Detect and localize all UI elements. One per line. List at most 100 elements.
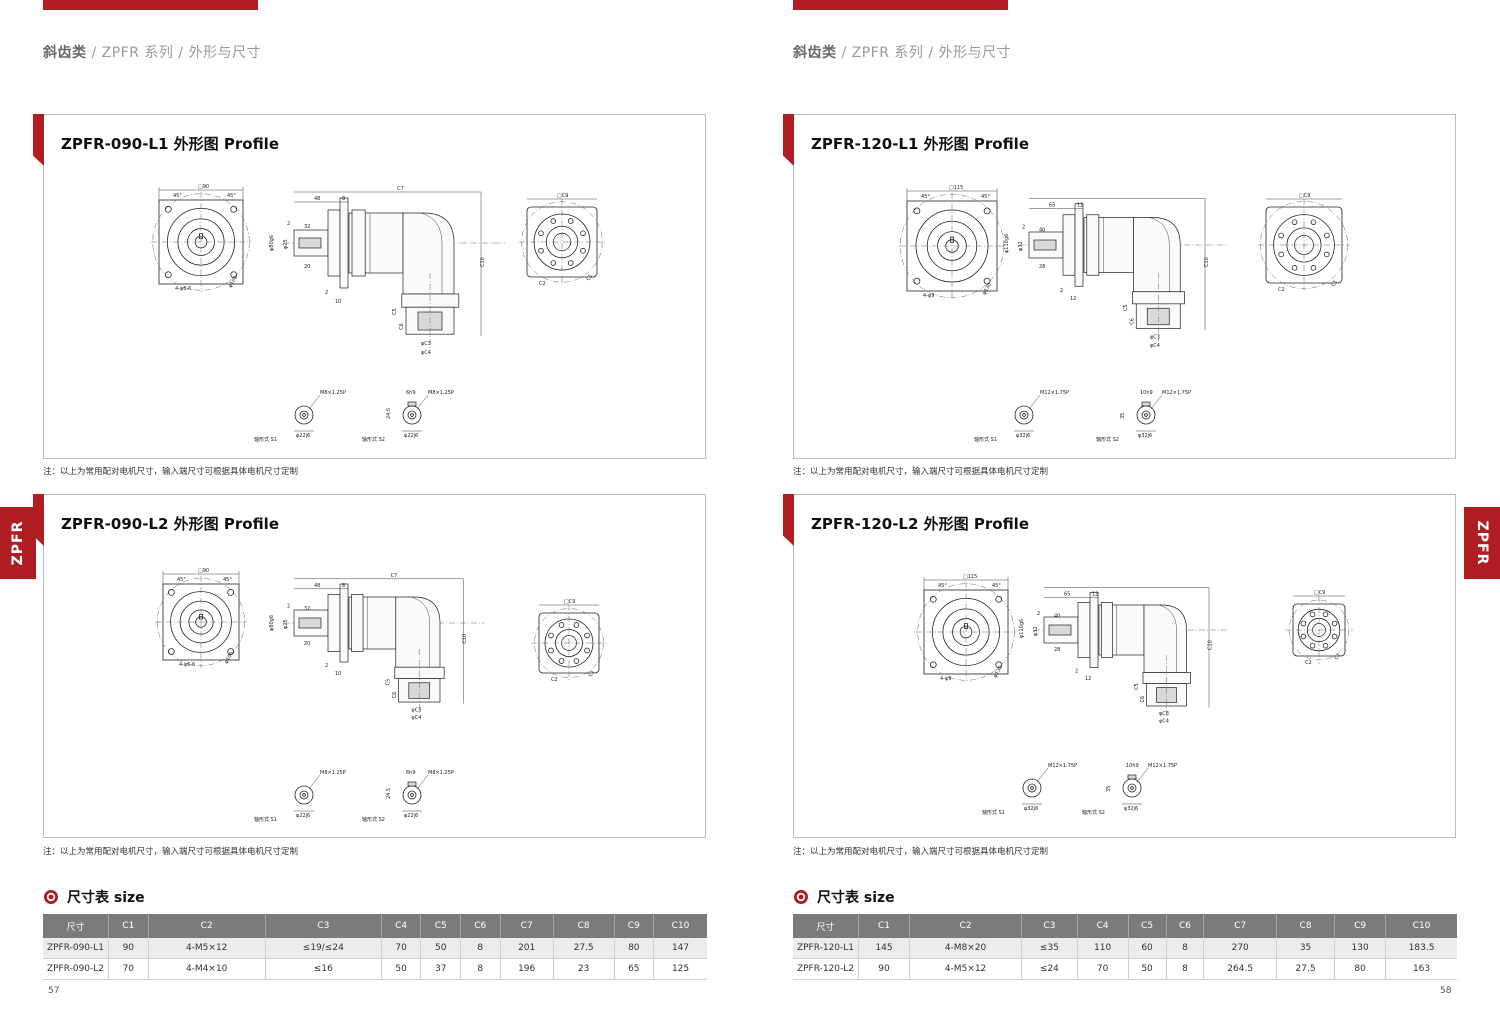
breadcrumb-section: 外形与尺寸 bbox=[938, 45, 1012, 61]
table-cell: 147 bbox=[653, 938, 707, 959]
bolt-hole bbox=[1322, 611, 1329, 618]
breadcrumb-section: 外形与尺寸 bbox=[188, 45, 262, 61]
c4-dim-label: φC4 bbox=[1159, 719, 1169, 725]
bolt-dim-label: 4-φ9 bbox=[923, 293, 934, 299]
housing-ring bbox=[1086, 214, 1100, 276]
right-angle-housing bbox=[402, 212, 455, 295]
bolt-hole bbox=[1278, 232, 1284, 239]
side-tab-label: ZPFR bbox=[10, 520, 26, 566]
thread-label: M12×1.75P bbox=[1162, 390, 1191, 396]
panel-title: ZPFR-120-L2 外形图 Profile bbox=[811, 515, 1029, 533]
breadcrumb-category[interactable]: 斜齿类 bbox=[43, 45, 87, 61]
flange-plate bbox=[339, 583, 349, 663]
column-header-c5: C5 bbox=[420, 914, 461, 938]
c3-dim-label: φC3 bbox=[1150, 335, 1160, 341]
key-slot bbox=[1141, 401, 1151, 407]
side-tab[interactable]: ZPFR bbox=[1464, 507, 1500, 579]
shaft-center bbox=[410, 793, 414, 797]
thread-label: M8×1.25P bbox=[428, 390, 454, 396]
breadcrumb-series[interactable]: ZPFR 系列 bbox=[851, 45, 924, 61]
c6-dim-label: C6 bbox=[1130, 318, 1136, 325]
housing-curve bbox=[411, 596, 430, 668]
breadcrumb-series[interactable]: ZPFR 系列 bbox=[101, 45, 174, 61]
flange-thick-label: 8 bbox=[342, 196, 345, 202]
housing-ring bbox=[351, 594, 364, 652]
bolt-hole bbox=[584, 647, 590, 654]
breadcrumb: 斜齿类 / ZPFR 系列 / 外形与尺寸 bbox=[793, 42, 1011, 62]
shaft-dia-label: φ25 bbox=[283, 619, 289, 629]
leader-line bbox=[416, 394, 429, 410]
column-header-c2: C2 bbox=[148, 914, 266, 938]
c6-dim-label: C6 bbox=[399, 323, 405, 330]
shaft-type-label: 轴形式 S1 bbox=[982, 809, 1005, 816]
shaft-dia-label: φ22j6 bbox=[404, 813, 418, 819]
c10-dim-label: C10 bbox=[1208, 640, 1214, 650]
table-cell: 65 bbox=[614, 958, 655, 980]
shaft-type-label: 轴形式 S2 bbox=[1082, 809, 1105, 816]
breadcrumb-category[interactable]: 斜齿类 bbox=[793, 45, 837, 61]
shaft-center bbox=[1022, 413, 1026, 417]
shaft-dia-label: φ22j6 bbox=[404, 433, 418, 439]
key-length-label: 40 bbox=[1039, 227, 1045, 233]
column-header-c3: C3 bbox=[1021, 914, 1078, 938]
c5-dim-label: C5 bbox=[386, 679, 392, 686]
shaft-type-label: 轴形式 S2 bbox=[362, 436, 385, 443]
size-title-text: 尺寸表 size bbox=[67, 890, 145, 906]
bolt-hole bbox=[164, 271, 172, 279]
table-cell: 4-M4×10 bbox=[148, 958, 266, 980]
bolt-hole bbox=[164, 205, 172, 213]
bolt-hole bbox=[550, 260, 557, 266]
table-cell: 70 bbox=[1077, 958, 1129, 980]
thread-label: M12×1.75P bbox=[1040, 390, 1069, 396]
table-cell: 8 bbox=[460, 938, 501, 959]
bolt-hole bbox=[1310, 265, 1317, 271]
offset-label: 12 bbox=[1070, 296, 1076, 302]
side-tab[interactable]: ZPFR bbox=[0, 507, 36, 579]
shaft-dia-label: φ32j6 bbox=[1138, 433, 1152, 439]
leader-line bbox=[1150, 394, 1163, 410]
thread-circle bbox=[299, 790, 309, 800]
bolt-hole bbox=[913, 207, 921, 215]
column-header-c4: C4 bbox=[1077, 914, 1129, 938]
bolt-hole bbox=[230, 271, 238, 279]
table-cell: ≤24 bbox=[1021, 958, 1078, 980]
table-cell: 110 bbox=[1077, 938, 1129, 959]
table-cell: 8 bbox=[1166, 938, 1205, 959]
leader-line bbox=[308, 394, 321, 410]
column-header-c9: C9 bbox=[1334, 914, 1387, 938]
c7-dim-label: C7 bbox=[391, 573, 398, 579]
leader-line bbox=[416, 774, 429, 790]
column-header-c10: C10 bbox=[653, 914, 707, 938]
pilot-dia-label: φ80g6 bbox=[269, 235, 275, 251]
leader-line bbox=[1028, 394, 1041, 410]
table-cell: 183.5 bbox=[1385, 938, 1457, 959]
shaft-dia-label: φ32j6 bbox=[1024, 806, 1038, 812]
panel-red-marker bbox=[33, 114, 44, 166]
column-header-c6: C6 bbox=[460, 914, 501, 938]
c7-dim-label: C7 bbox=[397, 186, 404, 192]
breadcrumb-sep: / bbox=[86, 45, 102, 61]
table-cell: 90 bbox=[858, 958, 910, 980]
offset-label: 12 bbox=[1085, 676, 1091, 682]
shaft-type-label: 轴形式 S1 bbox=[254, 816, 277, 823]
c5-dim-label: C5 bbox=[1134, 683, 1140, 690]
thread-circle bbox=[299, 410, 309, 420]
thread-circle bbox=[407, 790, 417, 800]
table-cell: 264.5 bbox=[1203, 958, 1277, 980]
page-left: 斜齿类 / ZPFR 系列 / 外形与尺寸 ZPFR-090-L1 外形图 Pr… bbox=[0, 0, 707, 996]
bolt-hole bbox=[584, 632, 590, 639]
bolt-hole bbox=[550, 218, 557, 224]
bolt-hole bbox=[558, 658, 565, 664]
side-tab-label: ZPFR bbox=[1474, 520, 1490, 566]
motor-flange bbox=[401, 293, 460, 308]
size-section-title: 尺寸表 size bbox=[43, 887, 145, 907]
column-header-尺寸: 尺寸 bbox=[793, 914, 859, 938]
bolt-hole bbox=[567, 260, 574, 266]
pcd-dim-label: φ100 bbox=[228, 275, 240, 289]
bolt-hole bbox=[995, 661, 1003, 669]
bolt-hole bbox=[995, 595, 1003, 603]
panel-red-marker bbox=[33, 494, 44, 546]
angle-label: 45° bbox=[921, 194, 930, 200]
